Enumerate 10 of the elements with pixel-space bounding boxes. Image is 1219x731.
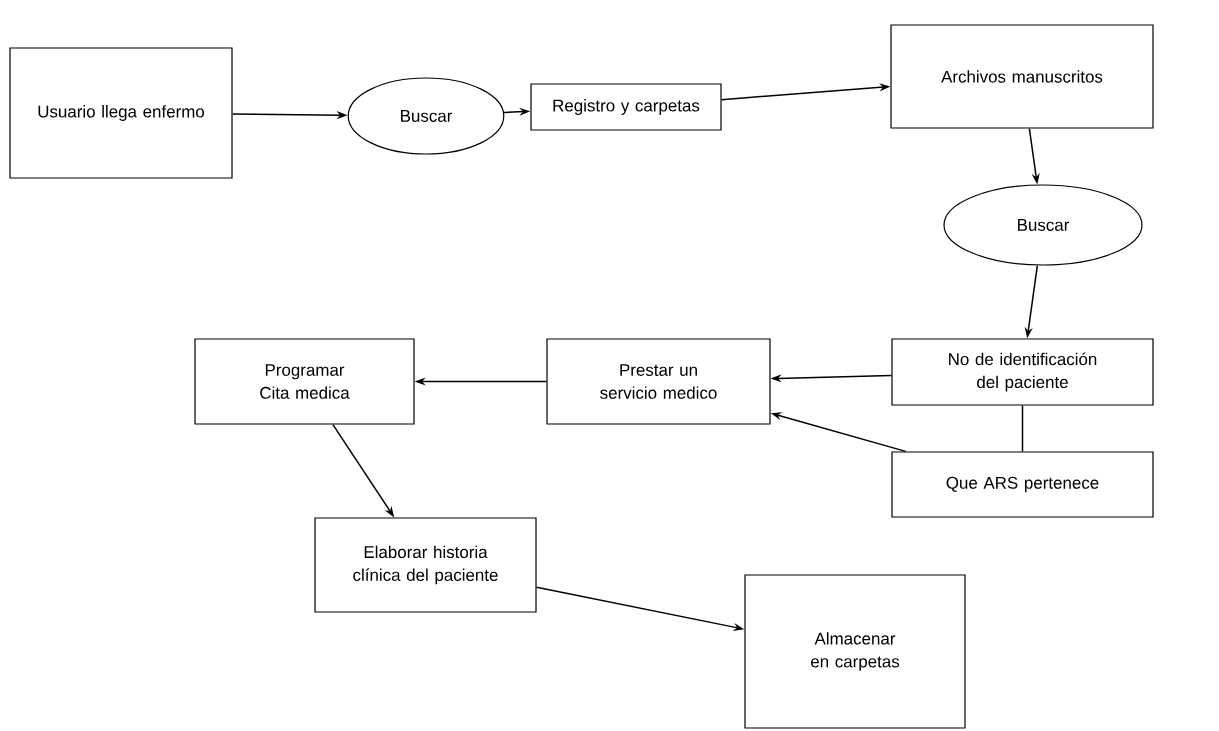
process-box: Almacenar en carpetas [744,574,966,729]
process-box: Usuario llega enfermo [9,47,233,179]
process-box: Archivos manuscritos [890,24,1154,129]
process-box: Prestar un servicio medico [546,338,771,425]
process-box: No de identificación del paciente [891,338,1154,406]
connector-line [1021,404,1024,453]
process-box: Elaborar historia clínica del paciente [314,517,537,613]
process-box: Registro y carpetas [530,83,722,131]
process-box: Programar Cita medica [194,338,415,425]
process-box: Que ARS pertenece [891,451,1154,518]
